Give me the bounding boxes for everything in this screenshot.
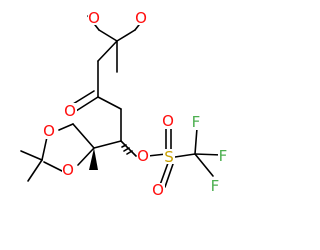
oxygen-atom: O [62, 161, 74, 179]
bond [194, 127, 198, 155]
bond [41, 136, 48, 161]
bond [194, 153, 214, 177]
bond [159, 162, 169, 186]
oxygen-atom: O [88, 9, 100, 27]
oxygen-atom: O [137, 147, 149, 165]
bond [116, 29, 136, 42]
bond [27, 159, 43, 182]
bond [58, 123, 74, 131]
atom-label-layer: O O O O O O O O S F F F [43, 9, 229, 199]
oxygen-atom: O [64, 102, 76, 120]
fluorine-atom: F [211, 177, 220, 195]
bond [93, 140, 122, 149]
wedge-bond [89, 148, 98, 170]
bond [194, 153, 223, 156]
molecule-structure-diagram: O O O O O O O O S F F F [20, 9, 229, 199]
fluorine-atom: F [192, 113, 201, 131]
fluorine-atom: F [219, 147, 228, 165]
bond [164, 163, 174, 188]
hash-bond [126, 150, 133, 155]
bond [43, 161, 65, 173]
bond [72, 90, 95, 105]
oxygen-atom: O [43, 122, 55, 140]
oxygen-atom: O [135, 9, 147, 27]
bond-layer [20, 15, 223, 188]
oxygen-atom: O [152, 181, 164, 199]
bond [77, 147, 95, 166]
sulfur-atom: S [164, 148, 174, 166]
stereo-bond-layer [89, 144, 133, 170]
bond [174, 153, 196, 158]
bond [75, 96, 99, 112]
bond [97, 96, 122, 110]
bond [97, 40, 118, 62]
bond [98, 29, 118, 42]
oxygen-atom: O [162, 112, 174, 130]
bond [72, 123, 95, 149]
hash-bond [121, 144, 127, 148]
bond [20, 150, 43, 161]
hash-bond [123, 147, 130, 152]
